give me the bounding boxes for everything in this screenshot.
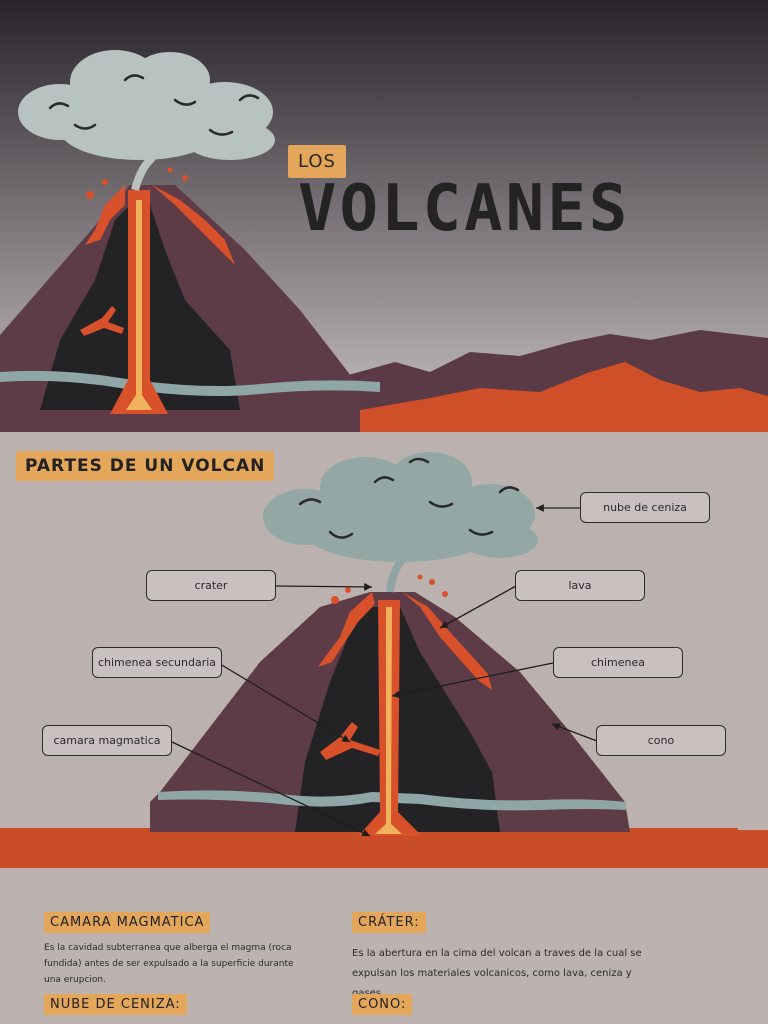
arrow-chimenea xyxy=(391,662,554,699)
label-chimenea: chimenea xyxy=(553,647,683,678)
def-title-crater: CRÁTER: xyxy=(352,912,426,933)
label-crater: crater xyxy=(146,570,276,601)
secondary-chimney xyxy=(320,722,380,760)
hero-cloud-strokes xyxy=(48,74,260,136)
cloud-strokes xyxy=(298,457,520,539)
hero-lava-core xyxy=(126,200,152,410)
arrow-chimenea-secundaria xyxy=(219,663,351,743)
volcano-diagram-section: PARTES DE UN VOLCAN nube de ceniza crate… xyxy=(0,432,768,868)
lava-ground xyxy=(360,362,768,432)
ash-cloud xyxy=(263,452,538,562)
hero-ground-strip xyxy=(0,370,380,396)
def-text-camara: Es la cavidad subterranea que alberga el… xyxy=(44,943,294,985)
lava-flows xyxy=(318,574,492,690)
label-camara-magmatica: camara magmatica xyxy=(42,725,172,756)
def-title-cono: CONO: xyxy=(352,994,413,1015)
label-arrows xyxy=(171,504,598,837)
hero-side-branch xyxy=(80,306,124,336)
label-lava: lava xyxy=(515,570,645,601)
volcano-diagram xyxy=(0,452,768,868)
definitions-section: CAMARA MAGMATICA Es la cavidad subterran… xyxy=(0,868,768,1024)
ground-step-right xyxy=(628,828,738,838)
section-title: PARTES DE UN VOLCAN xyxy=(16,451,275,481)
arrow-cono xyxy=(551,723,598,742)
def-title-nube: NUBE DE CENIZA: xyxy=(44,994,187,1015)
def-title-camara: CAMARA MAGMATICA xyxy=(44,912,211,933)
hero-banner: LOS VOLCANES xyxy=(0,0,768,432)
label-chimenea-secundaria: chimenea secundaria xyxy=(92,647,222,678)
page-title: VOLCANES xyxy=(298,172,631,246)
label-nube-de-ceniza: nube de ceniza xyxy=(580,492,710,523)
arrow-lava xyxy=(439,585,517,629)
arrow-camara xyxy=(171,741,371,837)
ground-step-left xyxy=(0,828,160,838)
hero-illustration xyxy=(0,50,768,432)
los-tag: LOS xyxy=(288,145,346,178)
label-cono: cono xyxy=(596,725,726,756)
hero-ash-cloud xyxy=(18,50,275,160)
def-text-crater: Es la abertura en la cima del volcan a t… xyxy=(352,948,642,999)
lava-core xyxy=(375,607,402,834)
arrow-crater xyxy=(275,583,373,591)
hero-lava-splatters xyxy=(85,167,235,265)
